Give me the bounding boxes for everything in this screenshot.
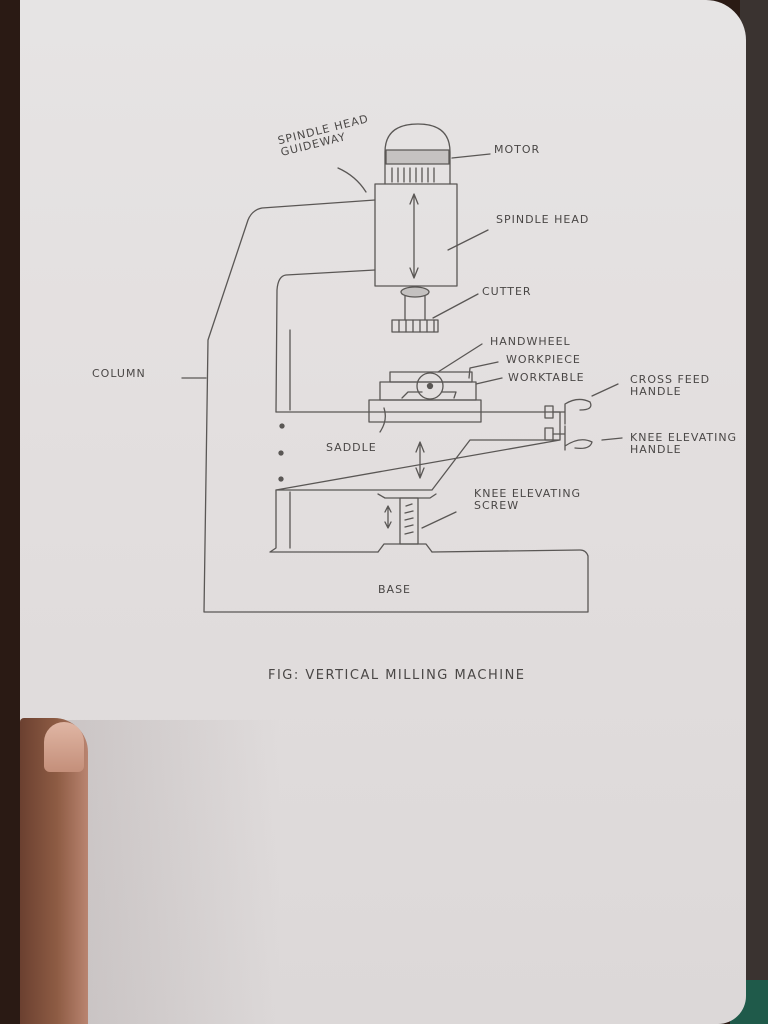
- thumb-nail: [44, 722, 84, 772]
- cutter: [391, 286, 439, 333]
- label-cross-feed-handle: Cross Feed Handle: [630, 373, 711, 398]
- label-workpiece: Workpiece: [506, 353, 581, 366]
- label-knee-elevating-handle: Knee Elevating Handle: [630, 431, 738, 456]
- label-spindle-head: Spindle Head: [496, 213, 590, 226]
- notebook-page: [20, 0, 746, 1024]
- label-knee-elevating-screw: Knee Elevating Screw: [474, 487, 582, 512]
- figure-caption: Fig: Vertical Milling Machine: [268, 668, 526, 683]
- knee-elevating-screw: [377, 497, 433, 553]
- worktable-assembly: [368, 371, 482, 423]
- label-handwheel: Handwheel: [490, 335, 571, 348]
- spindle-head: [374, 183, 458, 287]
- label-arrows: [181, 153, 623, 529]
- label-worktable: Worktable: [508, 371, 585, 384]
- handles: [544, 398, 593, 451]
- label-cutter: Cutter: [482, 285, 532, 298]
- column-outline: [203, 199, 589, 613]
- knee-block: [275, 411, 561, 499]
- label-base: Base: [378, 583, 412, 596]
- label-motor: Motor: [494, 143, 541, 156]
- label-column: Column: [92, 367, 146, 380]
- label-saddle: Saddle: [326, 441, 377, 454]
- motor: [384, 123, 451, 185]
